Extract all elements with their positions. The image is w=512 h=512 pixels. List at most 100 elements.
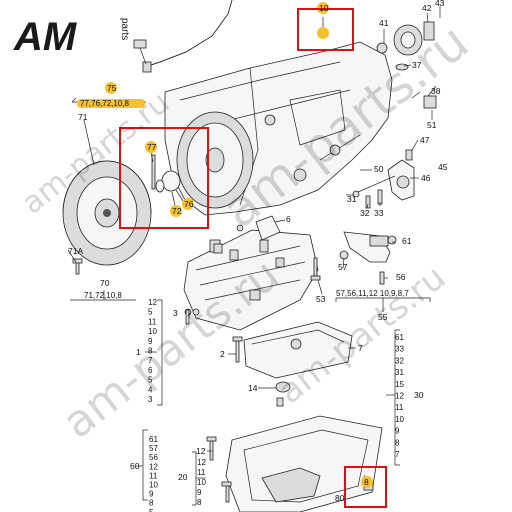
list-item: 33 (395, 345, 404, 354)
callout-box-drain (344, 466, 387, 508)
oil-filter (243, 321, 353, 393)
valve-body (183, 215, 319, 331)
highlight-chips (77, 2, 373, 488)
label-8-drain: 8 (364, 477, 369, 487)
list-item: 15 (395, 380, 404, 389)
label-71: 71 (78, 112, 88, 122)
highlight-drain-plug-8 (361, 476, 373, 488)
list-item: 8 (149, 499, 154, 508)
label-2: 2 (220, 349, 225, 359)
label-72: 72 (172, 206, 182, 216)
label-57: 57 (338, 262, 348, 272)
label-38: 38 (431, 86, 441, 96)
list-item: 8 (148, 347, 153, 356)
list-item: 12 (197, 458, 206, 467)
highlight-75-sub (77, 99, 145, 108)
am-parts-logo: AM parts (13, 15, 130, 59)
list-item: 5 (148, 308, 153, 317)
label-77: 77 (147, 142, 157, 152)
label-55-sub: 57,56,11,12 10,9,8,7 (336, 289, 409, 298)
label-47: 47 (420, 135, 430, 145)
label-76: 76 (184, 199, 194, 209)
list-item: 11 (149, 471, 158, 480)
label-41: 41 (379, 18, 389, 28)
output-flange-assembly (376, 21, 437, 109)
list-item: 3 (148, 395, 153, 404)
callout-box-seals (119, 127, 209, 229)
label-42: 42 (422, 3, 432, 13)
oil-pipe-assembly (339, 231, 397, 285)
list-item: 61 (395, 333, 404, 342)
label-70: 70 (100, 278, 110, 288)
gearbox-housing (164, 41, 393, 216)
label-55: 55 (378, 312, 388, 322)
part-labels: 10 41 42 43 37 38 51 47 45 46 50 31 32 3… (68, 0, 448, 512)
list-item: 7 (148, 356, 153, 365)
label-43: 43 (435, 0, 445, 8)
seal-group (151, 154, 181, 193)
list-item: 56 (149, 453, 158, 462)
logo-sub-text: parts (119, 18, 130, 40)
list-item: 10 (149, 481, 158, 490)
label-12-pan: 12 (196, 446, 206, 456)
highlight-75 (105, 82, 117, 94)
label-60: 60 (130, 461, 140, 471)
label-33: 33 (374, 208, 384, 218)
list-item: 4 (148, 385, 153, 394)
label-75: 75 (107, 83, 117, 93)
list-item: 5 (148, 376, 153, 385)
list-item: 12 (148, 298, 157, 307)
label-53: 53 (316, 294, 326, 304)
list-item: 8 (395, 438, 400, 447)
label-7: 7 (358, 343, 363, 353)
callout-box-top (297, 8, 354, 51)
label-50: 50 (374, 164, 384, 174)
label-45: 45 (438, 162, 448, 172)
label-46: 46 (421, 173, 431, 183)
label-80: 80 (335, 493, 345, 503)
selector-linkage (352, 149, 415, 209)
list-item: 11 (197, 468, 206, 477)
highlight-72 (170, 205, 182, 217)
leader-lines (67, 6, 441, 506)
list-item: 12 (395, 392, 404, 401)
label-32: 32 (360, 208, 370, 218)
list-item: 12 (149, 462, 158, 471)
breather-pipe (133, 0, 233, 73)
list-item: 9 (149, 490, 154, 499)
list-item: 6 (148, 366, 153, 375)
list-item: 9 (395, 427, 400, 436)
label-10: 10 (319, 3, 329, 13)
label-30: 30 (414, 390, 424, 400)
highlight-bolt-10 (317, 27, 329, 39)
label-1: 1 (136, 347, 141, 357)
list-item: 7 (395, 450, 400, 459)
list-item: 9 (148, 337, 153, 346)
label-37: 37 (412, 60, 422, 70)
label-20: 20 (178, 472, 188, 482)
list-item: 5 (149, 508, 154, 512)
list-item: 31 (395, 368, 404, 377)
list-item: 10 (197, 478, 206, 487)
list-item: 57 (149, 444, 158, 453)
list-item: 61 (149, 435, 158, 444)
label-3: 3 (173, 308, 178, 318)
label-51: 51 (427, 120, 437, 130)
small-fasteners (72, 243, 321, 407)
label-71a: 71A (68, 246, 83, 256)
parts-list-60: 615756121110985 (149, 435, 158, 512)
list-item: 32 (395, 356, 404, 365)
highlight-76 (182, 198, 194, 210)
highlight-77 (145, 141, 157, 153)
label-6: 6 (286, 214, 291, 224)
label-56: 56 (396, 272, 406, 282)
torque-converter (62, 160, 152, 266)
label-70-sub: 71,72,10,8 (84, 291, 122, 300)
label-14: 14 (248, 383, 258, 393)
list-item: 10 (148, 327, 157, 336)
list-item: 11 (395, 403, 404, 412)
